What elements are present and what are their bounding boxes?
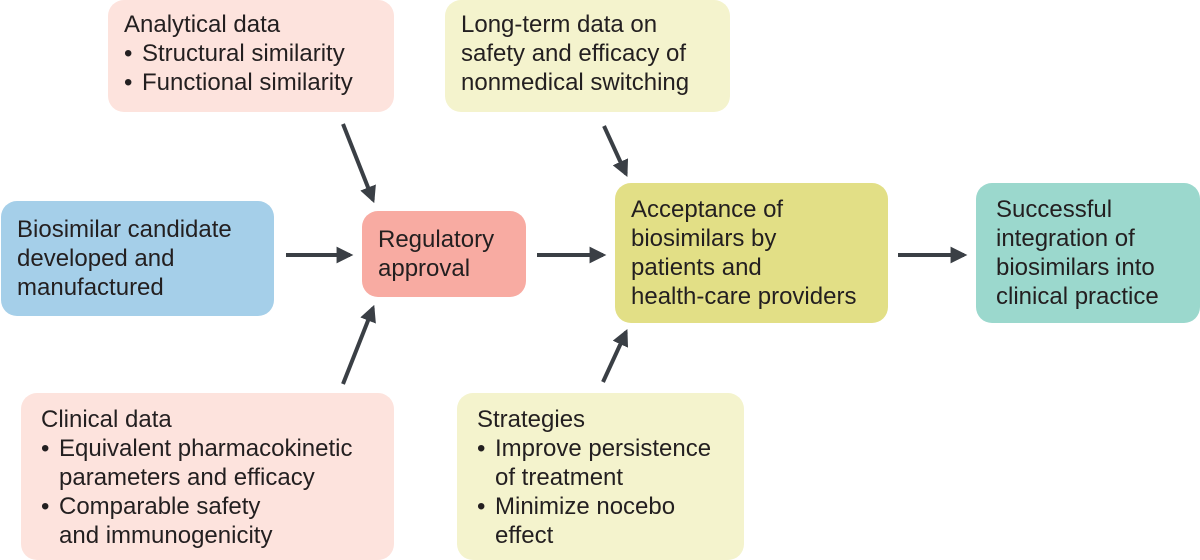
biosimilar-candidate-box: Biosimilar candidate developed and manuf… — [1, 201, 274, 316]
long-term-data-box: Long-term data on safety and efficacy of… — [445, 0, 730, 112]
acceptance-line: biosimilars by — [631, 225, 777, 252]
clinical-bullet-continuation: parameters and efficacy — [59, 464, 315, 491]
acceptance-line: patients and — [631, 254, 762, 281]
successful-line: biosimilars into — [996, 254, 1155, 281]
biosimilar-line: Biosimilar candidate — [17, 216, 232, 243]
clinical-data-box: Clinical data •Equivalent pharmacokineti… — [21, 393, 394, 560]
bullet-dot-icon: • — [477, 435, 486, 462]
clinical-bullet-pharmacokinetic: •Equivalent pharmacokinetic — [41, 435, 353, 462]
clinical-title: Clinical data — [41, 406, 172, 433]
strategies-bullet-continuation: effect — [495, 522, 554, 549]
strategies-bullet-persistence: •Improve persistence — [477, 435, 712, 462]
bullet-dot-icon: • — [41, 493, 50, 520]
successful-line: Successful — [996, 196, 1113, 223]
bullet-dot-icon: • — [477, 493, 486, 520]
analytical-bullet-structural: •Structural similarity — [124, 40, 345, 67]
biosimilar-line: developed and — [17, 245, 175, 272]
arrow-longterm-to-acceptance — [602, 125, 629, 178]
arrow-clinical-to-regulatory — [341, 304, 376, 385]
strategies-box: Strategies •Improve persistence of treat… — [457, 393, 744, 560]
strategies-title: Strategies — [477, 406, 586, 433]
bullet-dot-icon: • — [124, 40, 133, 67]
regulatory-line: approval — [378, 255, 471, 282]
clinical-bullet-continuation: and immunogenicity — [59, 522, 273, 549]
regulatory-approval-box: Regulatory approval — [362, 211, 526, 297]
analytical-data-box: Analytical data •Structural similarity •… — [108, 0, 394, 112]
arrow-strategies-to-acceptance — [601, 328, 629, 383]
strategies-bullet-nocebo: •Minimize nocebo — [477, 493, 676, 520]
regulatory-line: Regulatory — [378, 226, 495, 253]
longterm-line: safety and efficacy of — [461, 40, 687, 67]
bullet-dot-icon: • — [124, 69, 133, 96]
biosimilar-line: manufactured — [17, 274, 164, 301]
acceptance-line: health-care providers — [631, 283, 857, 310]
longterm-line: nonmedical switching — [461, 69, 690, 96]
longterm-line: Long-term data on — [461, 11, 658, 38]
arrow-analytical-to-regulatory — [341, 123, 376, 204]
analytical-title: Analytical data — [124, 11, 281, 38]
acceptance-line: Acceptance of — [631, 196, 784, 223]
bullet-dot-icon: • — [41, 435, 50, 462]
successful-integration-box: Successful integration of biosimilars in… — [976, 183, 1200, 323]
strategies-bullet-continuation: of treatment — [495, 464, 624, 491]
analytical-bullet-functional: •Functional similarity — [124, 69, 353, 96]
successful-line: integration of — [996, 225, 1135, 252]
clinical-bullet-safety: •Comparable safety — [41, 493, 261, 520]
successful-line: clinical practice — [996, 283, 1159, 310]
acceptance-box: Acceptance of biosimilars by patients an… — [615, 183, 888, 323]
